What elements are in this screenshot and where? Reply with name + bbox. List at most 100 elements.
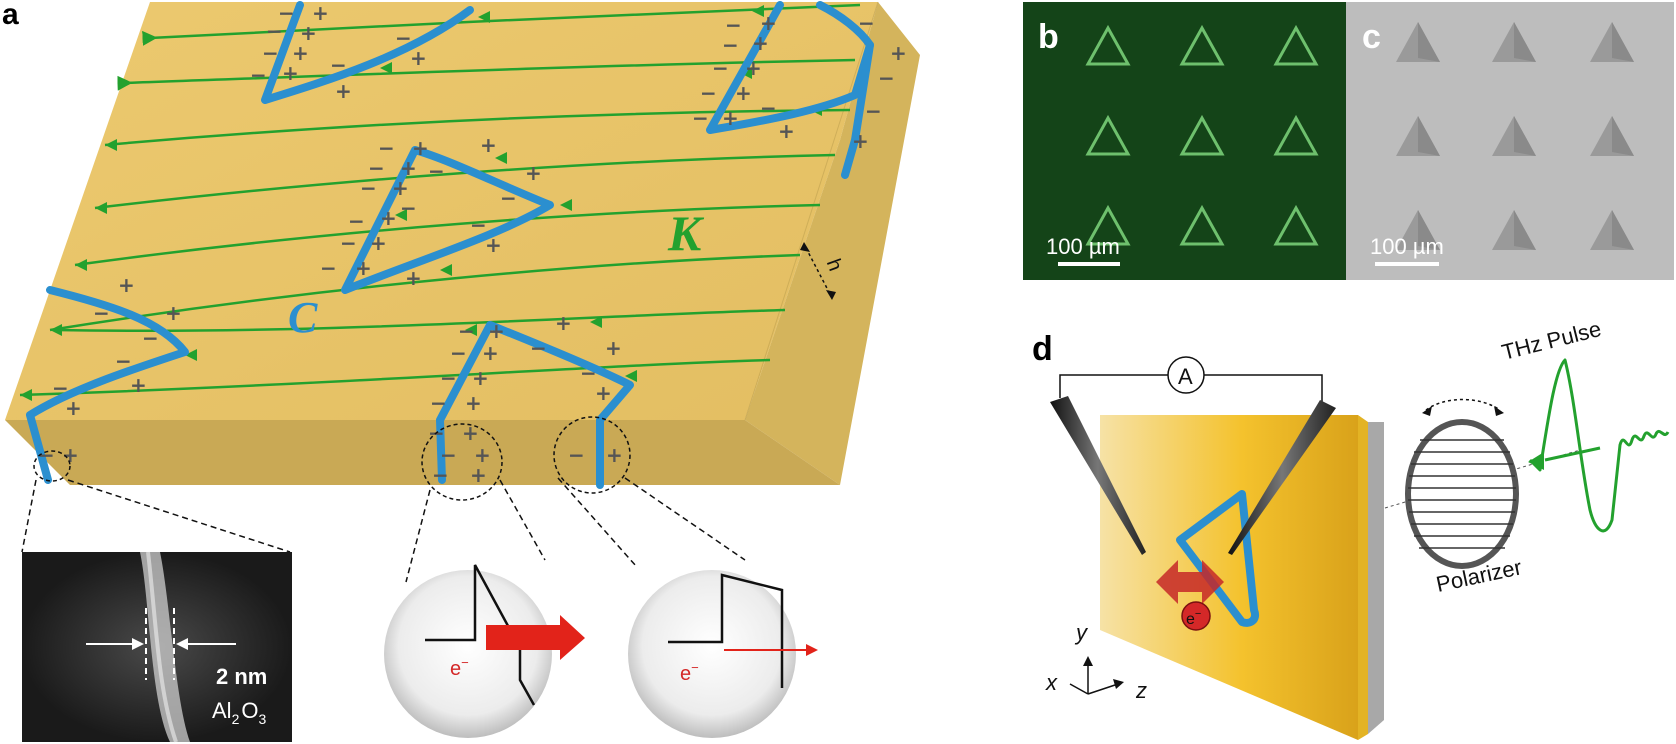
- svg-text:+: +: [474, 443, 491, 467]
- svg-text:+: +: [595, 381, 612, 405]
- junction-ellipse: [421, 423, 503, 501]
- svg-text:+: +: [470, 463, 487, 487]
- svg-text:−: −: [722, 33, 739, 57]
- svg-text:−: −: [38, 443, 55, 467]
- current-double-arrow: [1156, 560, 1224, 604]
- svg-text:+: +: [465, 391, 482, 415]
- svg-text:+: +: [485, 233, 502, 257]
- svg-text:−: −: [278, 1, 295, 25]
- thz-label: THz Pulse: [1499, 316, 1604, 365]
- svg-text:−: −: [440, 443, 457, 467]
- svg-text:e−: e−: [1186, 608, 1201, 628]
- svg-text:−: −: [142, 326, 159, 350]
- junction-ellipse: [553, 416, 631, 494]
- rotation-arrow: [1425, 398, 1501, 411]
- svg-text:+: +: [480, 133, 497, 157]
- svg-text:+: +: [745, 56, 762, 80]
- polarizer: [1405, 419, 1519, 569]
- svg-text:−: −: [470, 213, 487, 237]
- svg-text:−: −: [530, 336, 547, 360]
- field-line: [54, 308, 786, 333]
- field-lines: [19, 3, 861, 397]
- svg-text:+: +: [65, 396, 82, 420]
- svg-text:A: A: [1178, 364, 1193, 389]
- svg-text:−: −: [93, 301, 110, 325]
- svg-text:−: −: [378, 136, 395, 160]
- svg-text:+: +: [62, 443, 79, 467]
- svg-text:+: +: [400, 156, 417, 180]
- svg-text:+: +: [722, 106, 739, 130]
- svg-text:+: +: [412, 136, 429, 160]
- panel-a: a: [2, 0, 920, 743]
- svg-text:+: +: [355, 256, 372, 280]
- tem-image: 2 nm Al2O3: [22, 551, 292, 743]
- svg-text:−: −: [395, 26, 412, 50]
- svg-text:z: z: [1135, 678, 1147, 703]
- svg-text:−: −: [450, 341, 467, 365]
- svg-text:2 nm: 2 nm: [216, 664, 267, 689]
- svg-text:+: +: [472, 366, 489, 390]
- svg-text:−: −: [400, 196, 417, 220]
- svg-text:+: +: [752, 31, 769, 55]
- panel-b: b 100 µm: [1023, 2, 1346, 280]
- svg-text:+: +: [890, 41, 907, 65]
- svg-text:−: −: [330, 53, 347, 77]
- svg-text:+: +: [462, 421, 479, 445]
- svg-text:−: −: [432, 463, 449, 487]
- svg-text:−: −: [52, 376, 69, 400]
- K-label: K: [667, 205, 705, 261]
- triangle-ring: [1176, 490, 1259, 627]
- svg-text:+: +: [165, 301, 182, 325]
- svg-text:−: −: [500, 186, 517, 210]
- blue-rings: [26, 1, 874, 489]
- svg-text:−: −: [700, 81, 717, 105]
- svg-text:+: +: [370, 231, 387, 255]
- svg-text:+: +: [405, 266, 422, 290]
- fluorescent-triangles: [1085, 24, 1319, 246]
- svg-text:−: −: [262, 41, 279, 65]
- svg-text:Al2O3: Al2O3: [212, 698, 266, 727]
- svg-text:+: +: [130, 373, 147, 397]
- band-diagram-blocked: e−: [628, 570, 818, 738]
- panel-label-c: c: [1362, 18, 1381, 56]
- svg-text:+: +: [312, 1, 329, 25]
- ring-edge: [841, 41, 874, 179]
- svg-text:+: +: [606, 443, 623, 467]
- svg-text:−: −: [266, 19, 283, 43]
- plate-back: [1368, 422, 1384, 734]
- svg-text:−: −: [760, 96, 777, 120]
- charges: −+ −+ −+ −+ −+ −+ −+ + −+ −+ −+ −+ −+ −+…: [38, 1, 907, 487]
- connector-lines: [21, 477, 746, 583]
- svg-text:−: −: [878, 66, 895, 90]
- svg-text:e−: e−: [680, 660, 699, 685]
- svg-text:+: +: [282, 61, 299, 85]
- axes: [1069, 662, 1119, 695]
- circuit-wire: [1204, 374, 1323, 402]
- scale-bar-b: [1058, 262, 1120, 266]
- field-line: [142, 3, 861, 46]
- plate-edge: [1358, 415, 1368, 740]
- thz-waveform: [1528, 358, 1670, 533]
- svg-text:−: −: [712, 56, 729, 80]
- svg-text:+: +: [778, 119, 795, 143]
- fluorescence-image: [1023, 2, 1346, 280]
- svg-text:−: −: [428, 159, 445, 183]
- junction-ellipse: [33, 450, 71, 482]
- svg-text:+: +: [410, 46, 427, 70]
- band-diagram-tunneling: e−: [384, 564, 585, 738]
- svg-text:+: +: [292, 41, 309, 65]
- ammeter: [1167, 356, 1205, 394]
- svg-text:e−: e−: [450, 655, 469, 680]
- svg-text:y: y: [1074, 620, 1089, 645]
- svg-text:−: −: [368, 156, 385, 180]
- slab-front-face: [5, 420, 840, 485]
- svg-text:−: −: [340, 231, 357, 255]
- svg-text:+: +: [380, 206, 397, 230]
- svg-text:−: −: [360, 176, 377, 200]
- sample-plate: [1100, 415, 1358, 740]
- svg-text:+: +: [852, 129, 869, 153]
- probe-tip-left: [1050, 396, 1146, 555]
- svg-text:−: −: [430, 391, 447, 415]
- svg-text:+: +: [392, 176, 409, 200]
